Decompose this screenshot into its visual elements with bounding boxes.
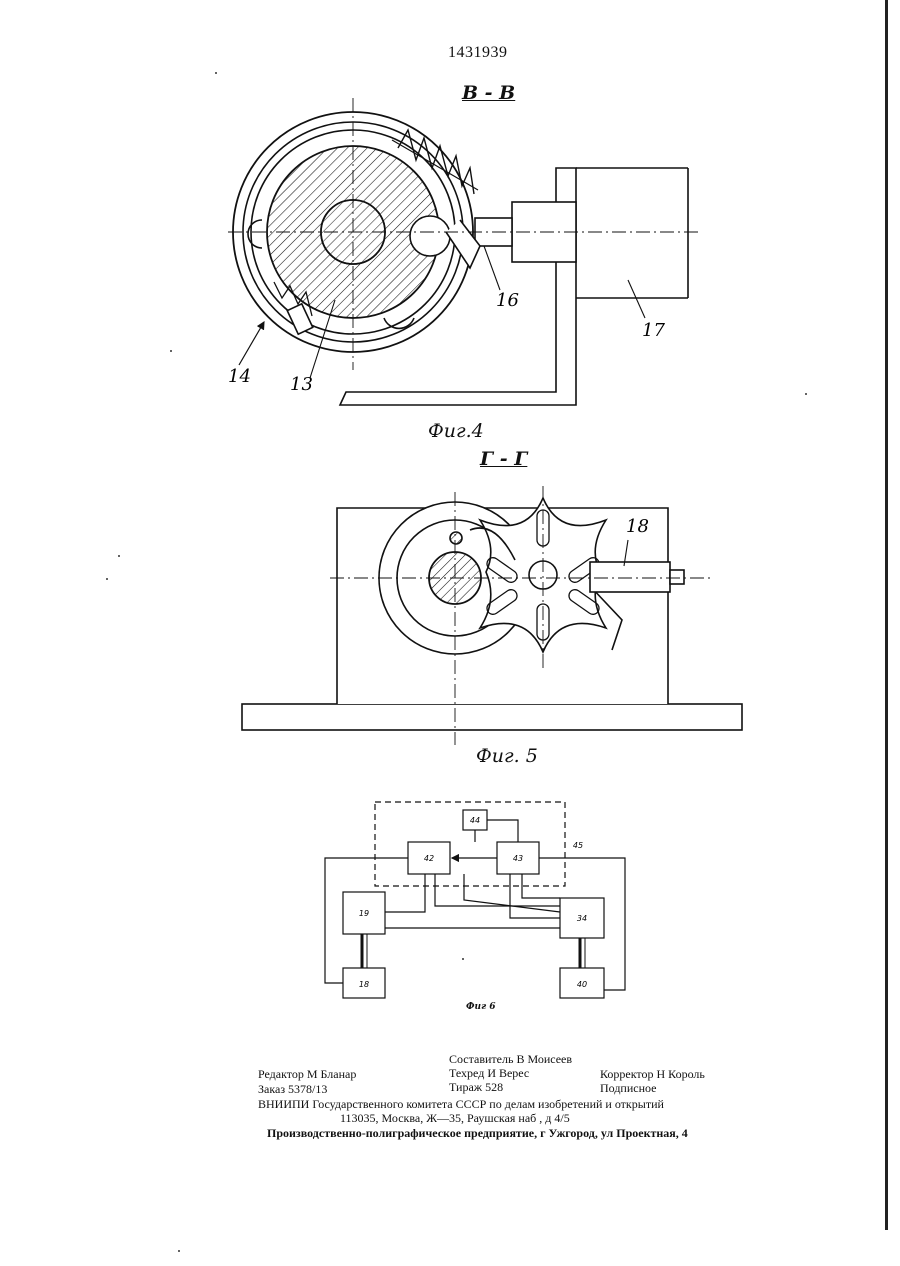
fig6-block-34: 34: [577, 914, 587, 923]
scan-speck: [462, 958, 464, 960]
scan-speck: [106, 578, 108, 580]
footer-order: Заказ 5378/13: [258, 1082, 327, 1097]
fig6-caption: Фиг 6: [466, 1002, 496, 1012]
footer-editor: Редактор М Бланар: [258, 1067, 356, 1082]
fig4-label-17: 17: [642, 320, 665, 341]
fig4-label-13: 13: [290, 374, 313, 395]
scan-speck: [215, 72, 217, 74]
scan-speck: [178, 1250, 180, 1252]
fig4-drawing: [228, 98, 700, 405]
fig5-caption: Фиг. 5: [476, 745, 538, 767]
footer-subscription: Подписное: [600, 1081, 657, 1096]
footer-circulation: Тираж 528: [449, 1080, 503, 1095]
footer-address: 113035, Москва, Ж—35, Раушская наб , д 4…: [340, 1111, 570, 1126]
footer-enterprise: Производственно-полиграфическое предприя…: [267, 1126, 688, 1141]
footer-corrector: Корректор Н Король: [600, 1067, 705, 1082]
page-scan-edge: [885, 0, 888, 1230]
fig4-caption: Фиг.4: [428, 420, 484, 442]
fig6-block-44: 44: [470, 816, 480, 825]
fig6-block-18: 18: [359, 980, 369, 989]
footer-vniipi: ВНИИПИ Государственного комитета СССР по…: [258, 1097, 664, 1112]
footer-techred: Техред И Верес: [449, 1066, 529, 1081]
fig6-block-42: 42: [424, 854, 434, 863]
scan-speck: [805, 393, 807, 395]
fig6-block-43: 43: [513, 854, 523, 863]
fig4-label-16: 16: [496, 290, 519, 311]
fig6-block-19: 19: [359, 909, 369, 918]
fig6-block-40: 40: [577, 980, 587, 989]
fig5-drawing: [242, 486, 742, 745]
footer-compiler: Составитель В Моисеев: [449, 1052, 572, 1067]
fig6-block-45: 45: [573, 841, 583, 850]
scan-speck: [170, 350, 172, 352]
scan-speck: [118, 555, 120, 557]
fig5-label-18: 18: [626, 516, 649, 537]
fig4-label-14: 14: [228, 366, 251, 387]
fig6-block-diagram: [325, 802, 625, 998]
